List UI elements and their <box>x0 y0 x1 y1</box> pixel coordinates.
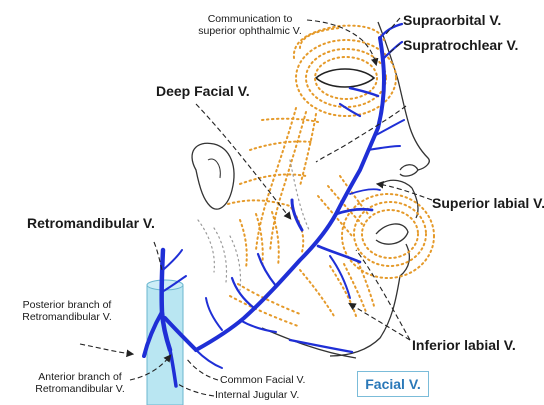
label-anterior-branch-line1: Anterior branch of <box>24 372 136 384</box>
label-common-facial-vein: Common Facial V. <box>220 375 305 387</box>
face-outline <box>192 22 429 358</box>
label-internal-jugular-vein: Internal Jugular V. <box>215 390 299 402</box>
label-communication-line2: superior ophthalmic V. <box>188 26 312 38</box>
label-anterior-branch-line2: Retromandibular V. <box>24 384 136 396</box>
label-deep-facial-vein: Deep Facial V. <box>156 84 250 99</box>
label-inferior-labial-vein: Inferior labial V. <box>412 338 516 353</box>
label-posterior-branch-line2: Retromandibular V. <box>11 312 123 324</box>
eye-shape <box>316 69 374 87</box>
label-anterior-branch: Anterior branch of Retromandibular V. <box>24 372 136 395</box>
label-retromandibular-vein: Retromandibular V. <box>27 216 155 231</box>
label-supratrochlear-vein: Supratrochlear V. <box>403 38 518 53</box>
label-posterior-branch-line1: Posterior branch of <box>11 300 123 312</box>
label-posterior-branch: Posterior branch of Retromandibular V. <box>11 300 123 323</box>
label-supraorbital-vein: Supraorbital V. <box>403 13 501 28</box>
label-communication-superior-ophthalmic: Communication to superior ophthalmic V. <box>188 14 312 37</box>
label-communication-line1: Communication to <box>188 14 312 26</box>
diagram-title: Facial V. <box>357 371 429 397</box>
label-superior-labial-vein: Superior labial V. <box>432 196 544 211</box>
